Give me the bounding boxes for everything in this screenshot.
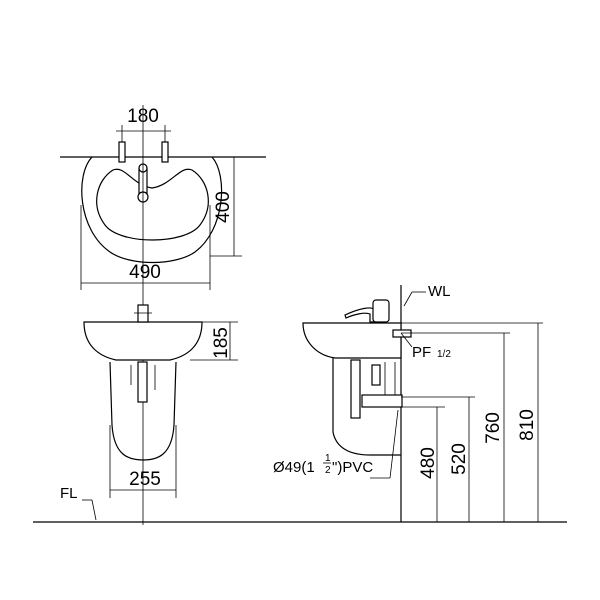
supply-valve	[392, 329, 412, 338]
valve-left	[118, 141, 126, 163]
floor-label: FL	[60, 485, 78, 502]
drain-fraction-den: 2	[325, 465, 331, 476]
trap-front	[137, 361, 148, 403]
drain-fraction-num: 1	[325, 453, 331, 464]
wl-label: WL	[428, 283, 451, 300]
dim-490: 490	[129, 262, 161, 283]
dim-760: 760	[483, 412, 504, 444]
valve-right	[161, 141, 169, 163]
dim-400: 400	[213, 191, 234, 223]
pedestal-front	[109, 361, 177, 461]
drain-suffix: ")PVC	[332, 459, 373, 476]
basin-side	[302, 322, 402, 359]
front-view: 185 255	[83, 304, 238, 498]
faucet-side	[344, 307, 376, 323]
dim-255: 255	[129, 469, 161, 490]
dim-480: 480	[418, 447, 439, 479]
faucet-body-side	[372, 299, 390, 323]
basin-inner-bowl	[96, 168, 209, 241]
drain-label: Ø49(1	[273, 459, 315, 476]
pf-size: 1/2	[437, 349, 451, 360]
trap-side	[350, 359, 361, 419]
basin-front	[83, 321, 203, 361]
top-view: 180 400 490	[60, 105, 266, 525]
trap-outlet	[361, 394, 403, 408]
floor: FL	[33, 485, 567, 523]
side-view: WL PF 1/2 Ø49(1 1 2 ")PVC	[273, 283, 543, 522]
faucet-front	[137, 304, 149, 323]
dim-810: 810	[517, 409, 538, 441]
dim-520: 520	[449, 443, 470, 475]
dim-185: 185	[211, 327, 232, 359]
basin-outline-top	[81, 156, 223, 264]
pf-label: PF	[412, 344, 431, 361]
pedestal-side	[332, 358, 401, 456]
